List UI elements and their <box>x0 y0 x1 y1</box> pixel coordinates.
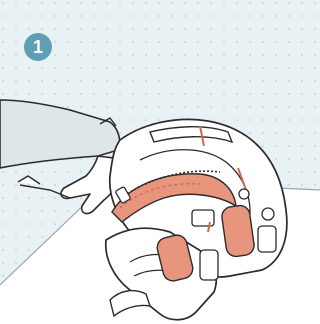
buckle <box>192 210 214 226</box>
strap-tab <box>200 250 218 280</box>
step-number-badge: 1 <box>24 33 52 61</box>
strap-end <box>110 291 150 316</box>
